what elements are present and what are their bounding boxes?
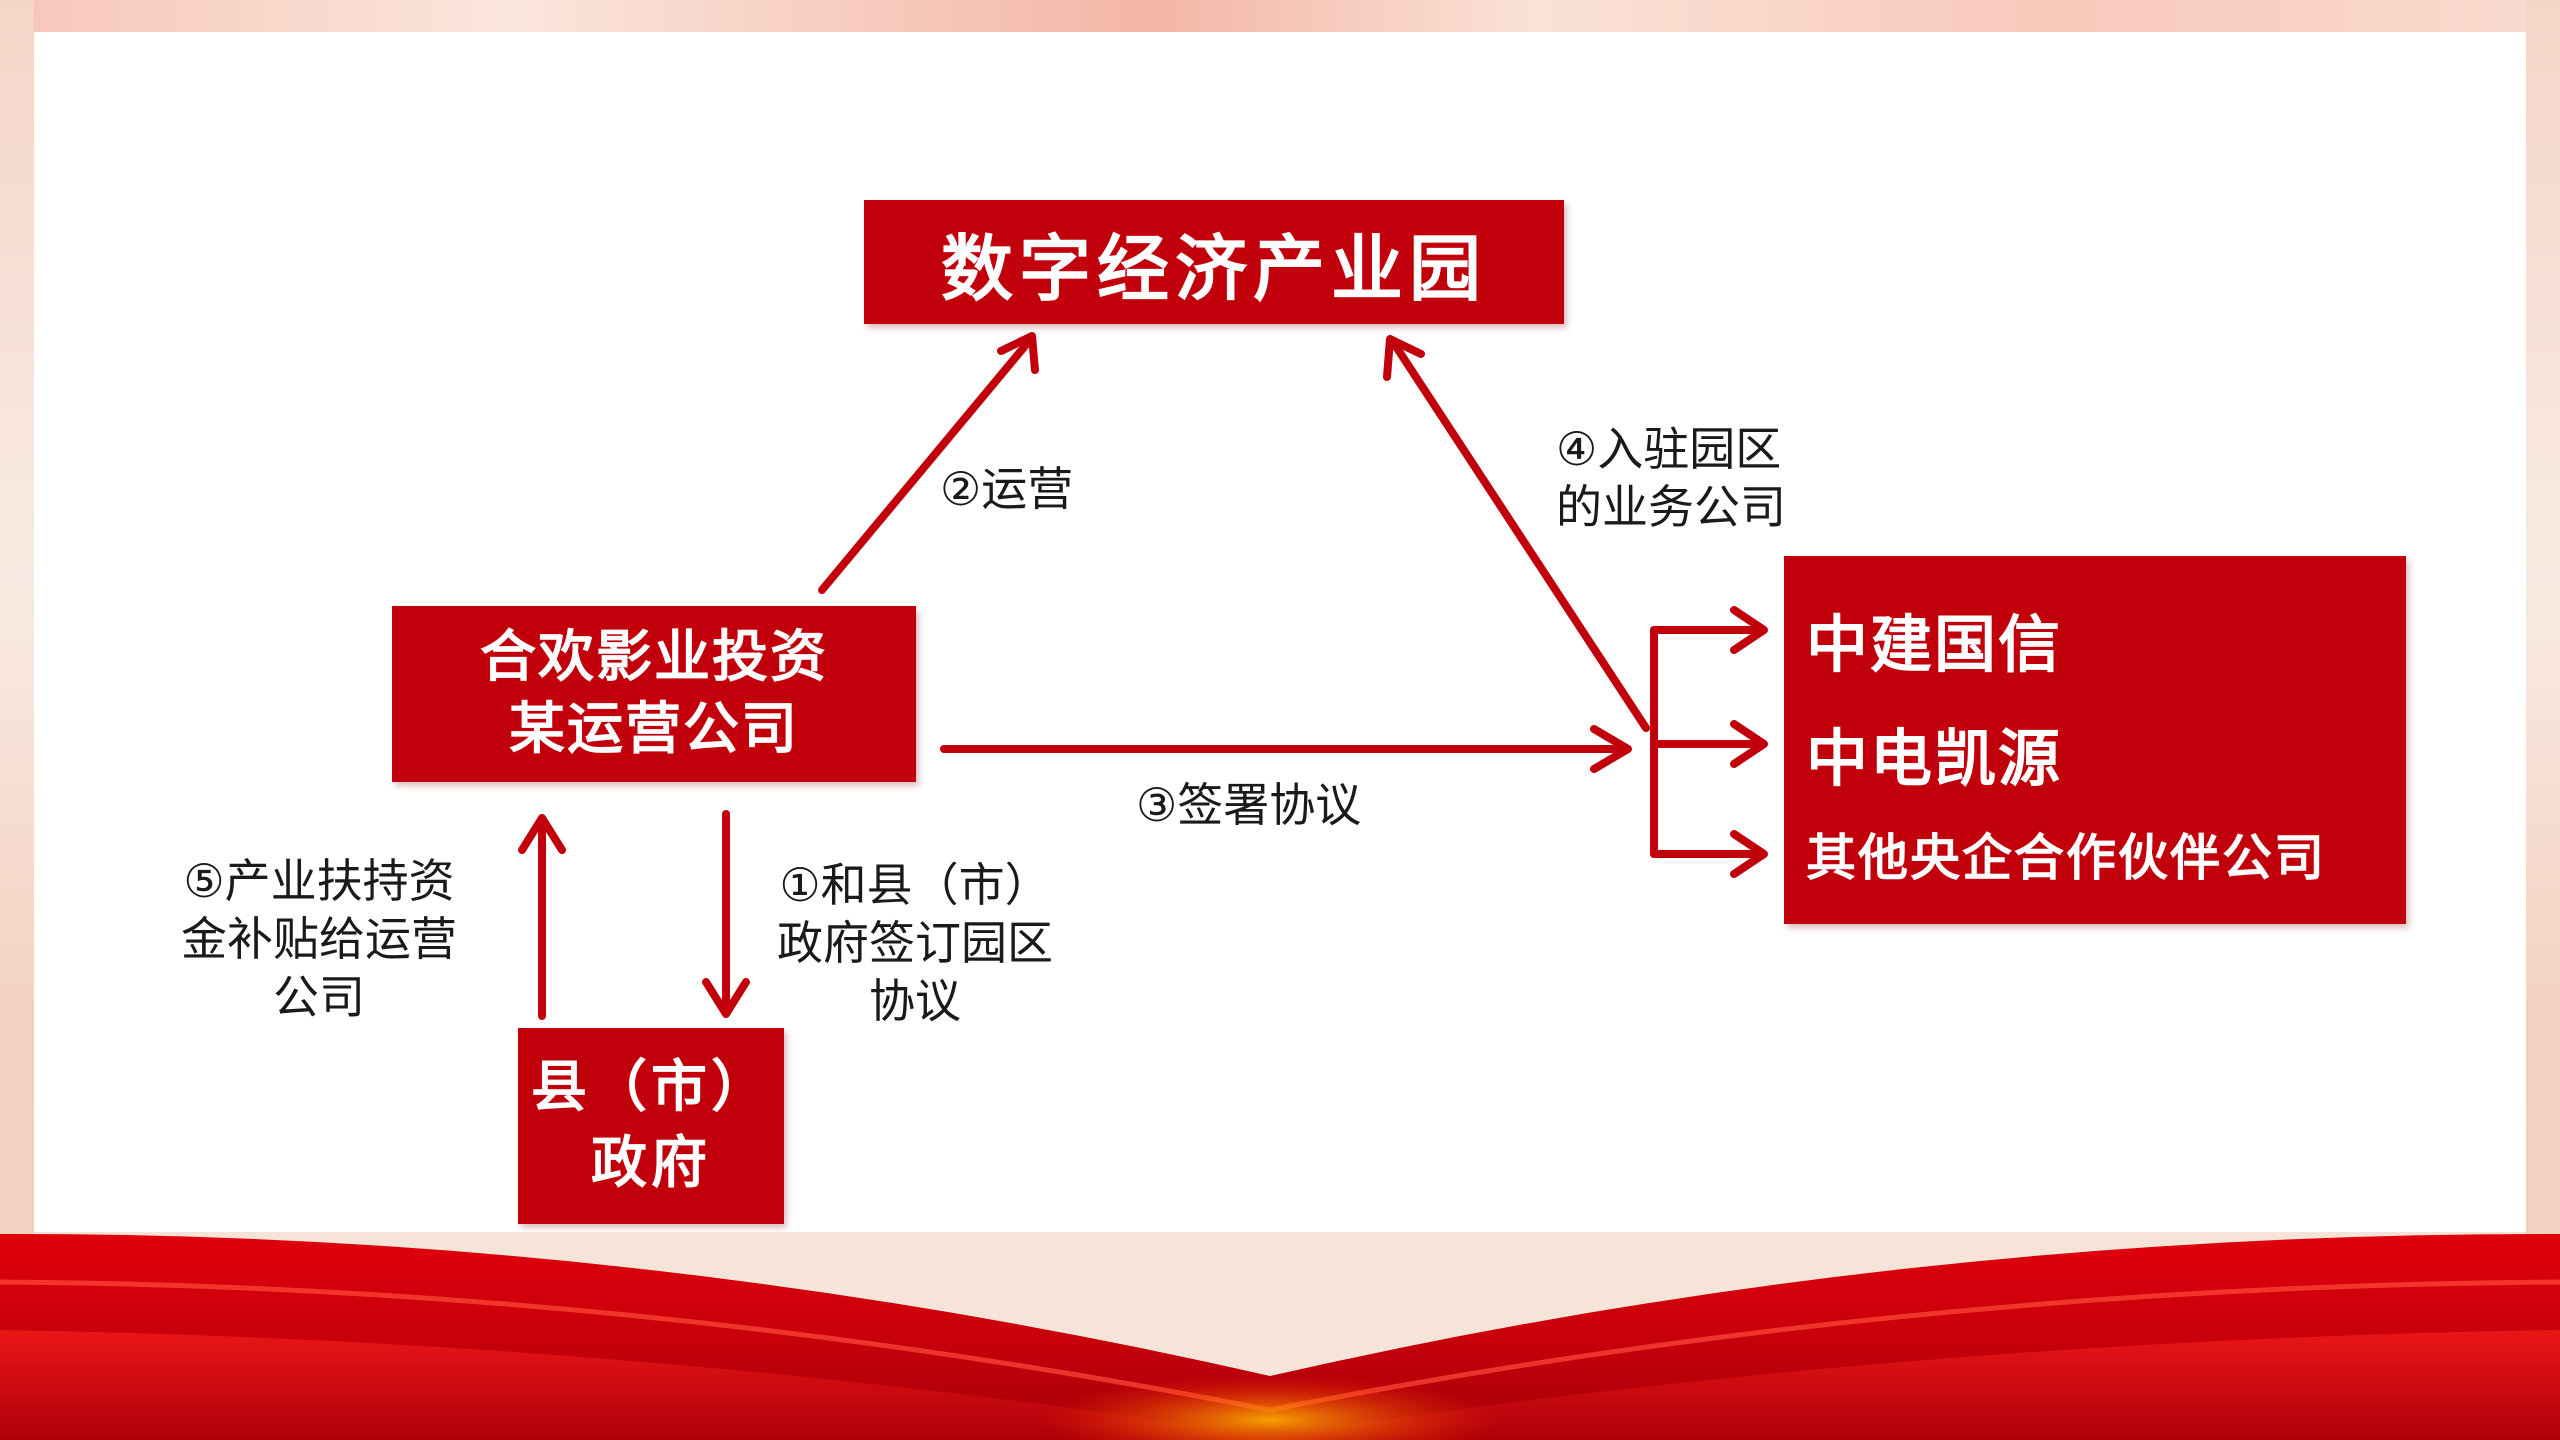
edge-label-step5: ⑤产业扶持资 金补贴给运营 公司 [174,852,464,1026]
park-title: 数字经济产业园 [941,210,1487,315]
operator-line-1: 合欢影业投资 [480,622,828,694]
government-line-2: 政府 [591,1126,711,1202]
edge-label-step1: ①和县（市） 政府签订园区 协议 [770,856,1060,1030]
operator-company-box: 合欢影业投资 某运营公司 [392,606,916,782]
digital-economy-park-box: 数字经济产业园 [864,200,1564,324]
step4-line-1: ④入驻园区 [1556,420,1786,478]
partner-item-3: 其他央企合作伙伴公司 [1806,818,2326,890]
partner-item-1: 中建国信 [1806,594,2062,684]
step4-line-2: 的业务公司 [1556,478,1786,536]
county-government-box: 县（市） 政府 [518,1028,784,1224]
step1-line-1: ①和县（市） [770,856,1060,914]
government-line-1: 县（市） [531,1050,771,1126]
partner-item-2: 中电凯源 [1806,708,2062,798]
edge-label-step4: ④入驻园区 的业务公司 [1556,420,1786,536]
edge-label-step2: ②运营 [940,460,1073,518]
edge-label-step3: ③签署协议 [1136,776,1361,834]
step1-line-3: 协议 [770,972,1060,1030]
step5-line-3: 公司 [174,968,464,1026]
operator-line-2: 某运营公司 [509,694,799,766]
step1-line-2: 政府签订园区 [770,914,1060,972]
step5-line-2: 金补贴给运营 [174,910,464,968]
partner-companies-box: 中建国信 中电凯源 其他央企合作伙伴公司 [1784,556,2406,924]
step5-line-1: ⑤产业扶持资 [174,852,464,910]
